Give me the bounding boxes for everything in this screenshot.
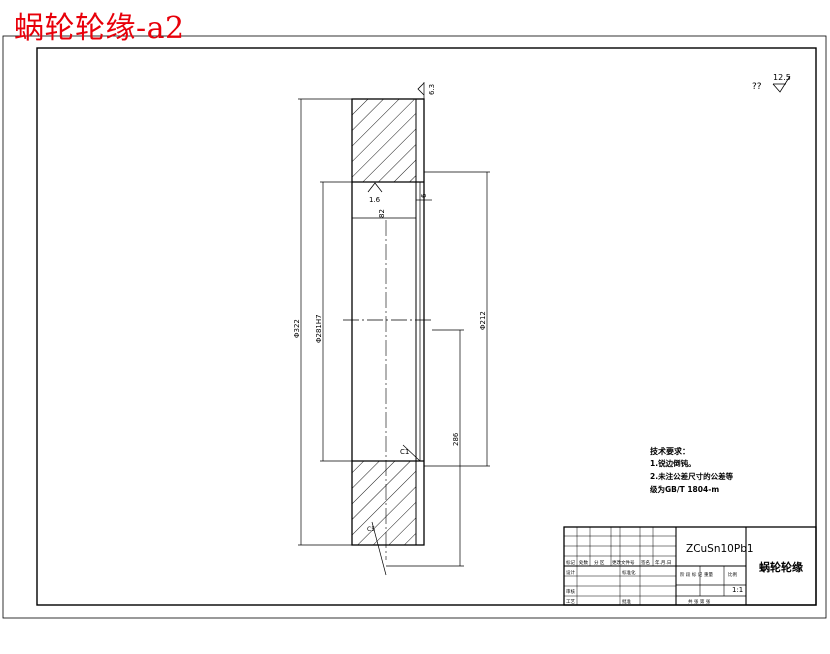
tb-label-zone: 分 区 xyxy=(594,559,605,566)
tb-label-doc: 更改文件号 xyxy=(612,559,635,566)
tb-label-date: 年.月.日 xyxy=(655,559,671,566)
tb-label-weight: 重量 xyxy=(704,571,713,578)
notes-line-1: 1.锐边倒钝。 xyxy=(650,458,696,468)
roughness-symbol-default: 12.5 ?? xyxy=(752,73,791,93)
title-block xyxy=(563,526,817,606)
notes-line-3: 级为GB/T 1804-m xyxy=(649,484,719,494)
tb-label-count: 处数 xyxy=(579,559,588,566)
outer-border xyxy=(2,35,827,619)
roughness-other-label: ?? xyxy=(752,82,762,92)
roughness-symbol-bore: 1.6 xyxy=(367,182,383,204)
dim-edge: C5 xyxy=(367,526,375,533)
tb-label-mark: 标记 xyxy=(566,559,575,566)
drawing-title: 蜗轮轮缘-a2 xyxy=(14,11,185,46)
tb-label-sheets: 共 张 第 张 xyxy=(688,598,711,605)
notes-line-2: 2.未注公差尺寸的公差等 xyxy=(650,471,734,481)
dim-outer-diameter: Φ322 xyxy=(293,319,301,338)
technical-notes: 技术要求： 1.锐边倒钝。 2.未注公差尺寸的公差等 级为GB/T 1804-m xyxy=(649,446,734,494)
dim-step-diameter: Φ212 xyxy=(479,311,487,330)
roughness-face-value: 6.3 xyxy=(428,84,436,95)
notes-title: 技术要求： xyxy=(650,446,690,456)
dim-left-offset: 82 xyxy=(378,209,386,218)
roughness-bore-value: 1.6 xyxy=(369,196,381,204)
dimensions xyxy=(298,82,490,576)
dim-chamfer: C1 xyxy=(400,448,409,456)
tb-label-standard: 标准化 xyxy=(622,569,636,576)
tb-part-name: 蜗轮轮缘 xyxy=(759,560,803,574)
roughness-symbol-face: 6.3 xyxy=(417,82,436,96)
tb-label-sign: 签名 xyxy=(641,559,650,566)
inner-frame xyxy=(36,47,817,606)
dim-width-top: 6 xyxy=(420,193,428,198)
tb-label-process: 工艺 xyxy=(566,599,575,605)
tb-label-stage: 阶 段 标 记 xyxy=(680,571,703,578)
tb-material: ZCuSn10Pb1 xyxy=(686,543,754,555)
tb-label-approve: 批准 xyxy=(622,598,631,605)
tb-scale: 1:1 xyxy=(732,586,743,594)
tb-label-review: 审核 xyxy=(566,588,575,595)
part-section xyxy=(351,98,425,546)
tb-label-design: 设计 xyxy=(566,569,575,576)
dim-bore-diameter: Φ281H7 xyxy=(315,314,323,343)
dim-lower: 286 xyxy=(452,432,460,446)
roughness-default-value: 12.5 xyxy=(773,73,791,82)
tb-label-ratio: 比例 xyxy=(728,571,737,578)
